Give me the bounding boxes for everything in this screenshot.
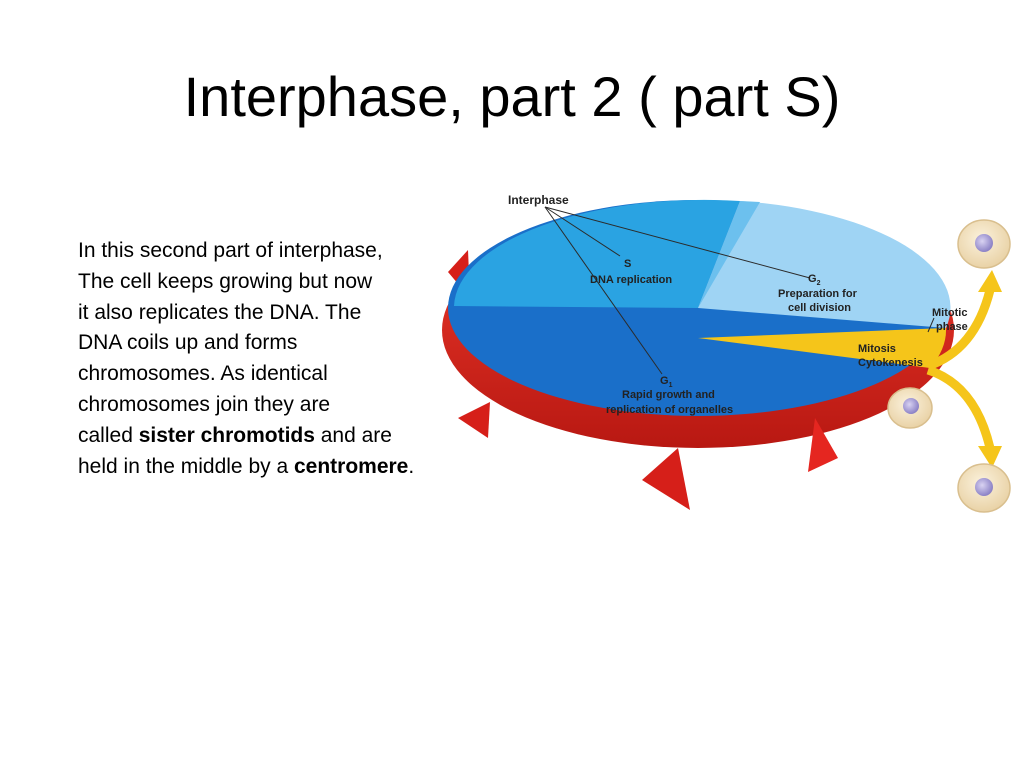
text-run: called [78, 423, 139, 447]
nucleus-icon [903, 398, 919, 414]
term-sister-chromatids: sister chromotids [138, 423, 315, 447]
arrow-up-stem [926, 288, 995, 371]
label-g2-desc-2: cell division [788, 302, 851, 314]
arrow-down-head [978, 446, 1002, 468]
daughter-cell-top [957, 219, 1011, 269]
paragraph-line: DNA coils up and forms [78, 331, 298, 355]
nucleus-icon [975, 478, 993, 496]
arrowhead-bottom [642, 448, 690, 510]
cell-cycle-svg: Interphase S DNA replication G2 Preparat… [442, 193, 1011, 513]
label-g2: G2 [808, 273, 821, 287]
label-mitotic-2: phase [936, 321, 968, 333]
parent-cell [887, 387, 933, 429]
s-g2-blend [698, 201, 760, 308]
label-g1-desc-1: Rapid growth and [622, 389, 715, 401]
arrowhead-left [458, 402, 490, 438]
label-mitotic-1: Mitotic [932, 307, 967, 319]
arrow-down-stem [926, 365, 995, 450]
slide-title: Interphase, part 2 ( part S) [183, 65, 841, 128]
paragraph-line: chromosomes. As identical [78, 362, 328, 386]
label-g2-desc-1: Preparation for [778, 288, 858, 300]
label-g1: G1 [660, 375, 673, 389]
body-paragraph: In this second part of interphase, The c… [78, 236, 468, 482]
daughter-cell-bottom [957, 463, 1011, 513]
paragraph-line: it also replicates the DNA. The [78, 300, 362, 324]
paragraph-line: In this second part of interphase, [78, 239, 383, 262]
paragraph-line: held in the middle by a centromere. [78, 452, 468, 483]
text-run: and are [314, 423, 392, 447]
arrowhead-lower-right [808, 418, 838, 472]
text-run: . [408, 454, 415, 478]
cell-cycle-diagram: Interphase S DNA replication G2 Preparat… [430, 180, 1024, 540]
cycle-disc [448, 199, 951, 416]
label-s: S [624, 258, 631, 270]
text-run: held in the middle by a [78, 454, 294, 478]
label-cytokinesis: Cytokenesis [858, 357, 923, 369]
paragraph-line: called sister chromotids and are [78, 421, 468, 452]
g2-segment [698, 201, 951, 328]
label-s-desc: DNA replication [590, 274, 672, 286]
paragraph-line: chromosomes join they are [78, 392, 331, 416]
leader-lines [544, 206, 935, 375]
s-segment [454, 199, 740, 308]
label-mitosis: Mitosis [858, 343, 896, 355]
label-g1-desc-2: replication of organelles [606, 404, 733, 416]
term-centromere: centromere [293, 454, 409, 478]
arrow-up-head [978, 270, 1002, 292]
nucleus-icon [975, 234, 993, 252]
mitotic-arrows [926, 270, 1002, 468]
mitotic-segment [698, 328, 947, 368]
paragraph-line: The cell keeps growing but now [78, 269, 373, 293]
label-interphase: Interphase [508, 193, 569, 207]
